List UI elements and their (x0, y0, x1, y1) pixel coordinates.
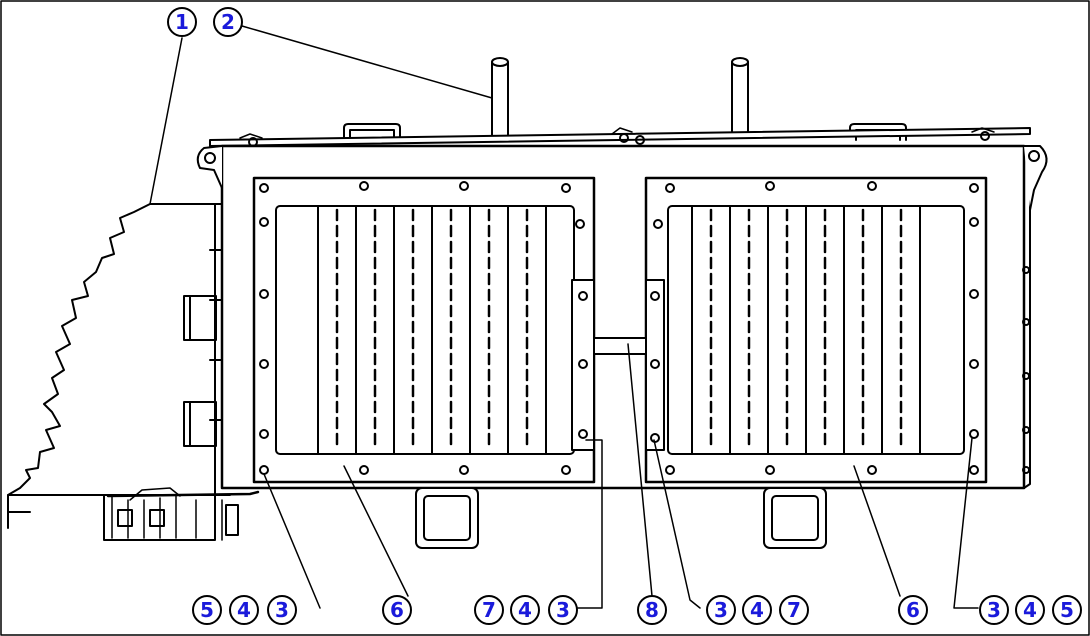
callout-group-bottom-center-left: 7 4 3 (474, 595, 578, 625)
callout-6-right: 6 (898, 595, 928, 625)
callout-8: 8 (637, 595, 667, 625)
svg-text:3: 3 (556, 598, 570, 622)
svg-text:1: 1 (175, 10, 189, 34)
svg-text:4: 4 (1023, 598, 1037, 622)
leader-lines (149, 25, 979, 609)
callout-6-left: 6 (382, 595, 412, 625)
svg-text:4: 4 (750, 598, 764, 622)
center-straps (571, 279, 665, 451)
svg-text:6: 6 (390, 598, 404, 622)
svg-text:7: 7 (787, 598, 801, 622)
svg-text:3: 3 (714, 598, 728, 622)
svg-text:2: 2 (221, 10, 235, 34)
svg-text:7: 7 (482, 598, 496, 622)
svg-text:8: 8 (645, 598, 659, 622)
svg-text:4: 4 (237, 598, 251, 622)
callout-group-bottom-left: 5 4 3 (192, 595, 297, 625)
callout-2: 2 (213, 7, 243, 37)
svg-text:6: 6 (906, 598, 920, 622)
svg-text:5: 5 (200, 598, 214, 622)
svg-text:3: 3 (275, 598, 289, 622)
callout-group-bottom-center-right: 3 4 7 (706, 595, 809, 625)
svg-text:4: 4 (518, 598, 532, 622)
svg-text:5: 5 (1060, 598, 1074, 622)
callout-1: 1 (167, 7, 197, 37)
callouts: 1 2 5 4 3 6 7 4 3 8 (167, 7, 1082, 625)
cutaway-structure (7, 203, 260, 541)
callout-group-bottom-right: 3 4 5 (979, 595, 1082, 625)
svg-text:3: 3 (987, 598, 1001, 622)
top-fittings (209, 57, 1031, 147)
